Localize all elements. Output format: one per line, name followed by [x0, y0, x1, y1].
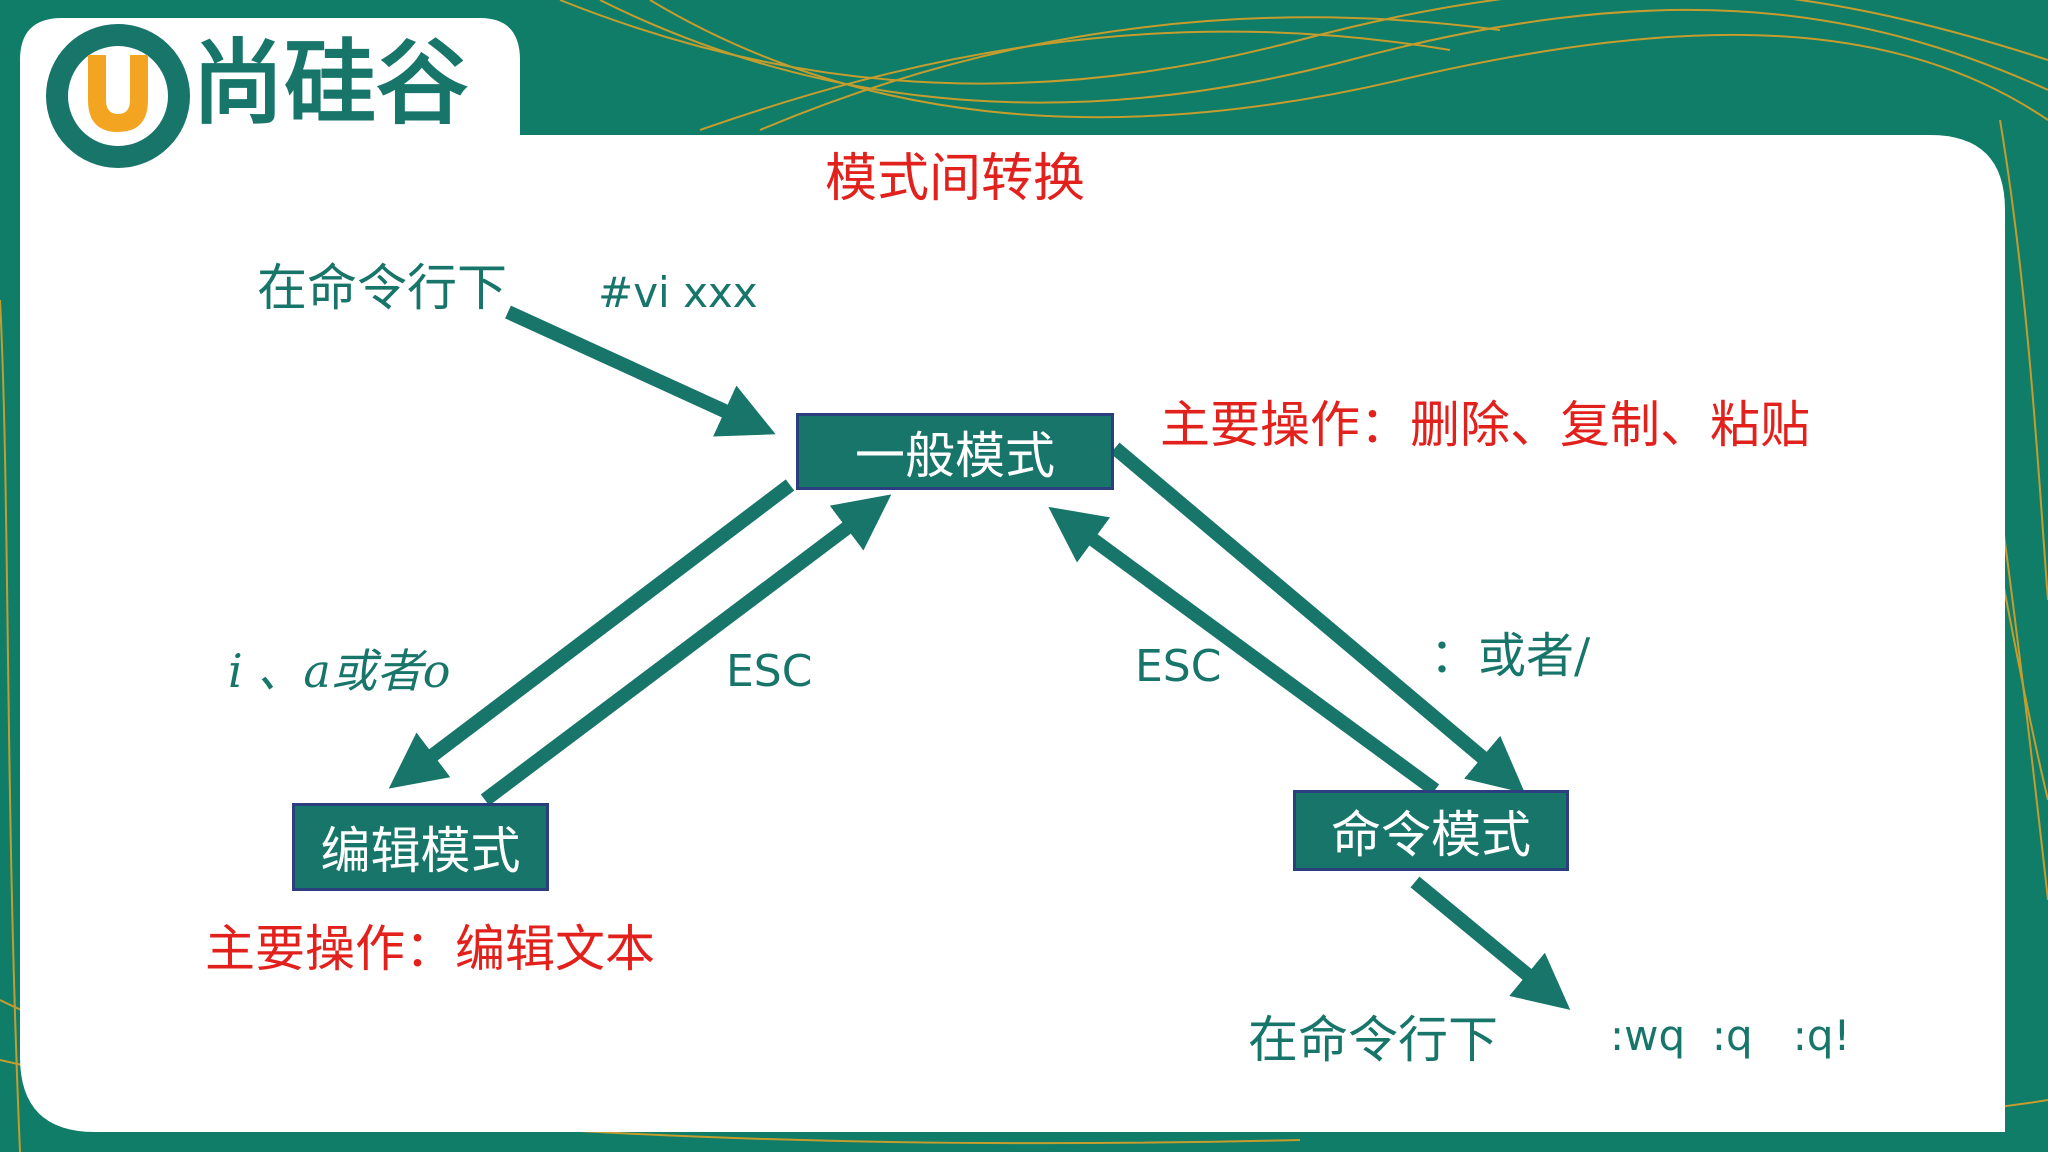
label-edit-operations: 主要操作：编辑文本: [205, 924, 655, 974]
label-to-edit-keys: i 、a或者o: [228, 648, 450, 694]
node-general-mode-label: 一般模式: [855, 416, 1055, 488]
logo-text: 尚硅谷: [192, 38, 468, 130]
page-title: 模式间转换: [825, 153, 1085, 205]
label-quit-commands: :wq :q :q!: [1610, 1015, 1850, 1057]
label-vi-command: #vi xxx: [598, 272, 758, 314]
node-command-mode: 命令模式: [1293, 790, 1569, 871]
logo-emblem: [46, 24, 190, 168]
node-command-mode-label: 命令模式: [1331, 795, 1531, 867]
label-to-command-keys: ：或者/: [1430, 632, 1590, 680]
label-esc-left: ESC: [726, 650, 812, 694]
label-general-operations: 主要操作：删除、复制、粘贴: [1160, 400, 1810, 450]
node-edit-mode-label: 编辑模式: [321, 811, 521, 883]
label-esc-right: ESC: [1135, 645, 1221, 689]
label-cmdline-top: 在命令行下: [257, 263, 507, 313]
node-general-mode: 一般模式: [796, 413, 1114, 490]
node-edit-mode: 编辑模式: [292, 803, 549, 891]
label-cmdline-bottom: 在命令行下: [1248, 1015, 1498, 1065]
